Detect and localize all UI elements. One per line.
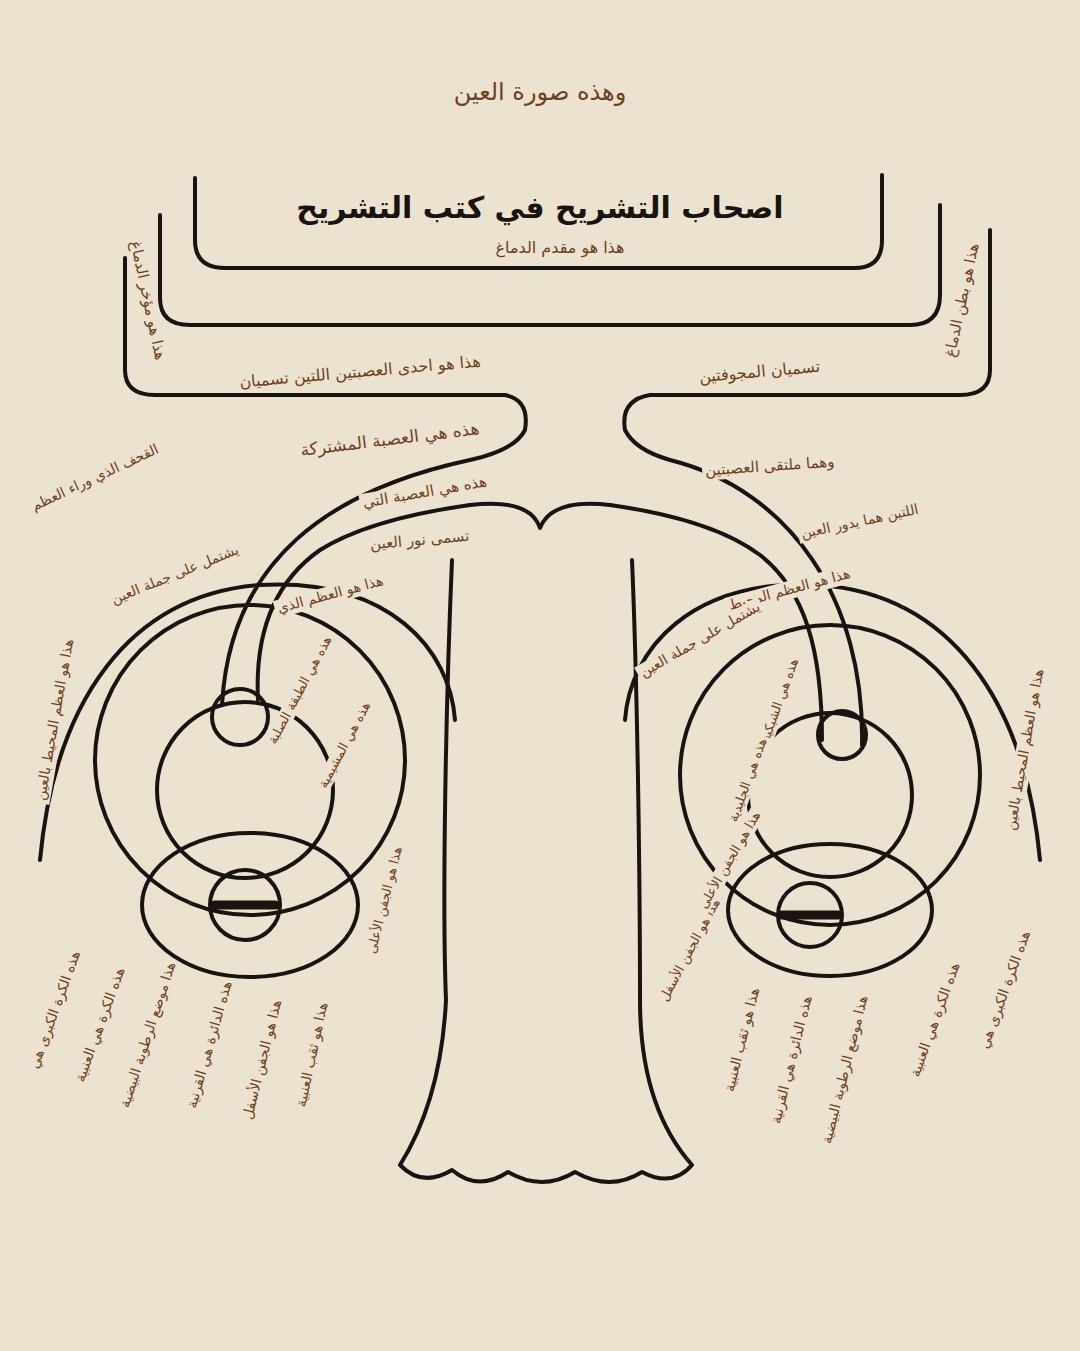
part-label: هذه هي العصبة التي [359,471,492,512]
lens [778,883,842,947]
eye-middle [157,702,333,878]
part-label: هذه هي المشيمية [314,696,376,793]
part-label: وهما ملتقى العصبتين [702,452,839,480]
nerve-end [212,689,268,745]
part-label: هذه الكرة هي العنبية [70,963,130,1088]
part-label: هذه هي الطبقة الصلبة [263,630,337,749]
part-label: هذه الدائرة هي القرنية [183,977,238,1114]
part-label: هذا هو مؤخر الدماغ [126,236,171,365]
part-label: يشتمل على جملة العين [634,597,766,683]
part-label: تسميان المجوفتين [696,356,824,387]
part-label: هذه الدائرة هي القرنية [767,991,817,1129]
part-label: هذا هو بطن الدماغ [940,238,984,361]
lens [210,870,280,940]
part-label: اللتين هما يدور العين [797,500,923,543]
page-title: وهذه صورة العين [451,77,630,107]
part-label: هذه الكرة هي العنبية [905,958,965,1083]
nerve-end [818,711,866,759]
part-label: اصحاب التشريح في كتب التشريح [293,189,786,227]
part-label: هذا هو العظم المحيط بالعين [32,635,79,805]
part-label: هذا هو الجفن الأسفل [655,893,726,1007]
part-label: هذا هو ثقب العنبية [292,998,332,1112]
part-label: هذه الكرة الكبرى هي [25,946,86,1074]
part-label: هذا موضع الرطوبة البيضية [817,991,872,1149]
optic-nerve [610,505,822,740]
part-label: تسمى نور العين [367,526,474,554]
part-label: هذه هي الشبكية [756,653,803,747]
pupil [215,901,275,910]
part-label: هذه الكرة الكبرى هي [975,926,1036,1054]
part-label: القحف الذي وراء العظم [26,440,164,517]
cornea [728,844,932,976]
part-label: هذا هو العظم المحيط بالعين [1002,665,1049,835]
pupil [782,911,838,920]
eye-outer [680,625,980,925]
part-label: هذا هو احدى العصبتين اللتين تسميان [236,351,485,393]
cornea [142,833,358,977]
part-label: هذا هو الجفن الأعلى [363,842,407,958]
brain-band [195,175,882,268]
part-label: هذا هو مقدم الدماغ [493,238,628,258]
part-label: يشتمل على جملة العين [106,540,244,609]
part-label: هذه هي العصبة المشتركة [296,418,483,462]
part-label: هذا هو الجفن الأسفل [238,995,286,1124]
part-label: هذا هو العظم الذي [272,572,387,619]
chiasm [470,504,610,528]
part-label: هذا هو ثقب العنبية [720,983,764,1096]
